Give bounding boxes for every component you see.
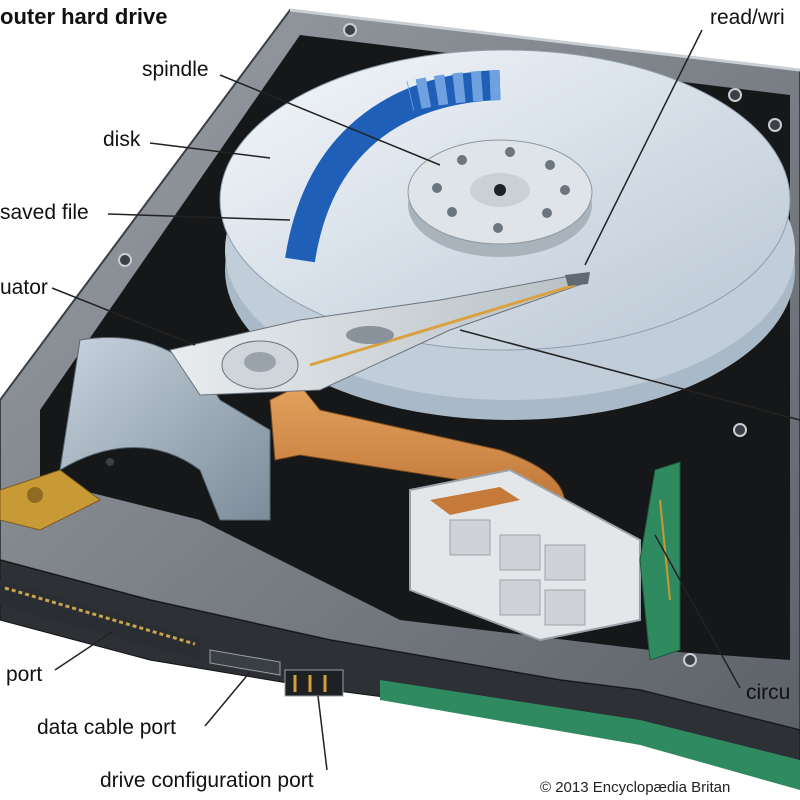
case-screws — [118, 23, 782, 667]
power-connector-block — [409, 468, 641, 642]
read-write-head — [565, 272, 590, 286]
label-actuator: uator — [0, 276, 48, 299]
actuator-arm — [169, 274, 587, 396]
actuator-magnet — [59, 337, 271, 521]
diagram-title: outer hard drive — [0, 4, 168, 29]
circuit-strip — [639, 461, 681, 661]
leader-lines — [51, 29, 800, 771]
drive-configuration-port — [284, 669, 344, 697]
gold-connector — [0, 469, 101, 531]
saved-file-arc — [285, 70, 501, 263]
label-read-write-head: read/wri — [710, 6, 785, 29]
label-circuit: circu — [746, 681, 791, 704]
label-drive-configuration-port: drive configuration port — [100, 769, 314, 792]
label-spindle: spindle — [142, 58, 209, 81]
drive-side — [0, 559, 800, 761]
data-cable-port — [209, 649, 281, 676]
power-port — [0, 580, 200, 660]
copyright-notice: © 2013 Encyclopædia Britan — [540, 779, 731, 796]
circuit-board-edge — [380, 680, 800, 790]
label-saved-file: saved file — [0, 201, 89, 224]
label-port: port — [6, 663, 43, 686]
spindle-hub — [407, 139, 593, 257]
label-disk: disk — [103, 128, 141, 151]
label-data-cable-port: data cable port — [37, 716, 176, 739]
